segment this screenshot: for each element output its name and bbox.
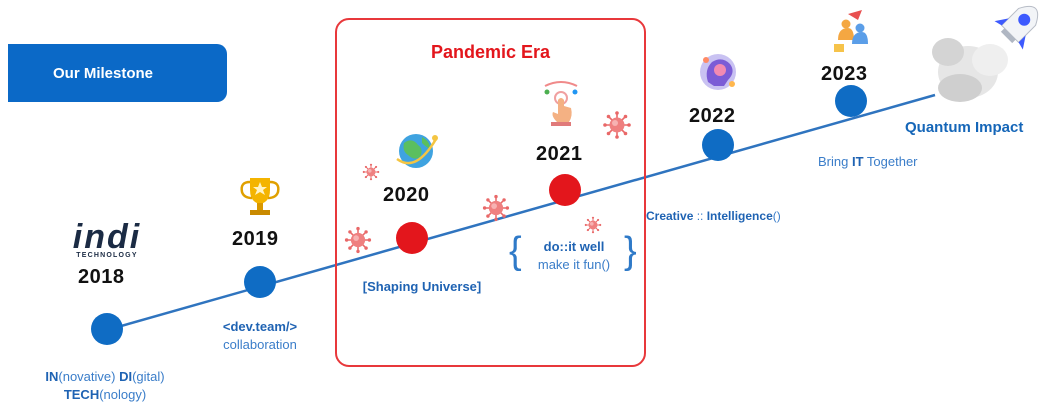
- right-brace: }: [624, 230, 637, 272]
- caption-2020: [Shaping Universe]: [362, 279, 482, 294]
- caption-2022: Creative :: Intelligence(): [646, 207, 811, 225]
- caption-2021-line2: make it fun(): [537, 257, 611, 272]
- trophy-icon: [240, 178, 280, 215]
- caption-2021-line1: do::it well: [543, 239, 605, 254]
- caption-2022-intelligence: Intelligence: [706, 209, 773, 223]
- caption-2022-creative: Creative: [646, 209, 694, 223]
- year-2023: 2023: [821, 63, 868, 85]
- touch-icon: [544, 81, 578, 126]
- node-2018[interactable]: [91, 313, 123, 345]
- node-2020[interactable]: [396, 222, 428, 254]
- milestone-badge: Our Milestone: [8, 44, 227, 102]
- timeline-line: [106, 93, 936, 332]
- node-2019[interactable]: [244, 266, 276, 298]
- caption-2022-tail: (): [772, 209, 781, 223]
- year-2022: 2022: [689, 105, 736, 127]
- caption-2018-tech: TECH: [63, 387, 100, 402]
- year-2019: 2019: [232, 228, 279, 250]
- left-brace: {: [509, 230, 522, 272]
- caption-2023-pre: Bring: [818, 154, 852, 169]
- caption-2023-it: IT: [851, 154, 864, 169]
- caption-2022-sep: ::: [693, 209, 707, 223]
- caption-2023-post: Together: [863, 154, 918, 169]
- brain-icon: [700, 54, 736, 90]
- rocket-icon: [932, 5, 1039, 102]
- caption-2019-line1: <dev.team/>: [222, 319, 298, 334]
- indi-logo-subtext: TECHNOLOGY: [76, 252, 138, 259]
- caption-2018-novative: (novative): [58, 369, 120, 384]
- year-2018: 2018: [78, 266, 125, 288]
- caption-2021: do::it well make it fun(): [522, 238, 626, 274]
- caption-2018-in: IN: [45, 369, 59, 384]
- caption-2018-gital: (gital): [132, 369, 165, 384]
- quantum-impact-title: Quantum Impact: [905, 119, 1024, 136]
- caption-2019-line2: collaboration: [223, 337, 297, 352]
- node-2021[interactable]: [549, 174, 581, 206]
- pandemic-era-title: Pandemic Era: [430, 42, 551, 62]
- caption-2019: <dev.team/> collaboration: [200, 318, 320, 354]
- indi-logo-text: indi: [72, 218, 142, 256]
- pandemic-era-box: [335, 18, 646, 367]
- caption-2023: Bring IT Together: [818, 153, 968, 171]
- milestone-badge-label: Our Milestone: [53, 64, 154, 82]
- caption-2018-di: DI: [119, 369, 133, 384]
- team-icon: [834, 10, 868, 52]
- caption-2018-nology: (nology): [99, 387, 147, 402]
- year-2020: 2020: [383, 184, 430, 206]
- caption-2018: IN(novative) DI(gital) TECH(nology): [10, 368, 200, 404]
- node-2022[interactable]: [702, 129, 734, 161]
- indi-logo: indi TECHNOLOGY: [62, 218, 152, 259]
- node-2023[interactable]: [835, 85, 867, 117]
- globe-icon: [396, 134, 438, 168]
- year-2021: 2021: [536, 143, 583, 165]
